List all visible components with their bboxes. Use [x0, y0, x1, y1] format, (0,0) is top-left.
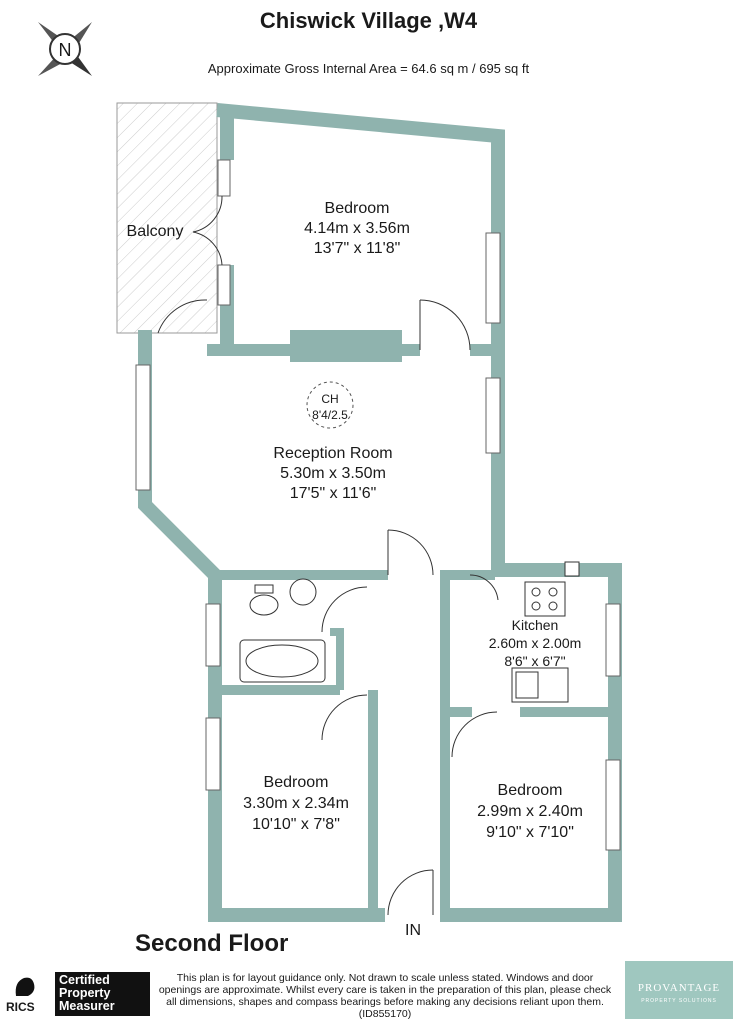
kitchen-name: Kitchen — [512, 617, 559, 633]
bedroom-2-metric: 3.30m x 2.34m — [243, 795, 349, 812]
plan-title: Chiswick Village ,W4 — [259, 8, 478, 33]
room-bedroom-3: Bedroom 2.99m x 2.40m 9'10" x 7'10" — [477, 782, 583, 841]
brand-logo: PROVANTAGE PROPERTY SOLUTIONS — [625, 961, 733, 1019]
reception-name: Reception Room — [273, 445, 392, 462]
room-bedroom-1: Bedroom 4.14m x 3.56m 13'7" x 11'8" — [304, 200, 410, 257]
bathroom-fixtures — [239, 578, 326, 683]
lion-icon — [15, 977, 35, 996]
bedroom-2-name: Bedroom — [264, 774, 329, 791]
brand-name: PROVANTAGE — [637, 982, 721, 994]
entrance-label: IN — [405, 922, 421, 939]
brand-tagline: PROPERTY SOLUTIONS — [641, 998, 717, 1004]
floor-label: Second Floor — [135, 930, 289, 957]
bedroom-3-name: Bedroom — [498, 782, 563, 799]
cert-line-3: Measurer — [59, 999, 115, 1013]
balcony-name: Balcony — [127, 223, 184, 240]
bedroom-1-metric: 4.14m x 3.56m — [304, 220, 410, 237]
kitchen-imperial: 8'6" x 6'7" — [504, 653, 565, 669]
ceiling-value: 8'4/2.5 — [312, 408, 348, 422]
compass-letter: N — [59, 40, 72, 60]
ceiling-label: CH — [321, 392, 338, 406]
reception-imperial: 17'5" x 11'6" — [290, 485, 377, 502]
bedroom-1-imperial: 13'7" x 11'8" — [314, 240, 401, 257]
rics-text: RICS — [6, 1000, 35, 1014]
cert-line-1: Certified — [59, 973, 110, 987]
certified-badge: Certified Property Measurer — [55, 972, 150, 1016]
rics-logo: RICS — [6, 974, 50, 1014]
room-bedroom-2: Bedroom 3.30m x 2.34m 10'10" x 7'8" — [243, 774, 349, 833]
reception-metric: 5.30m x 3.50m — [280, 465, 386, 482]
bedroom-2-imperial: 10'10" x 7'8" — [252, 816, 340, 833]
kitchen-metric: 2.60m x 2.00m — [489, 635, 582, 651]
ceiling-height-marker: CH 8'4/2.5 — [306, 381, 354, 429]
kitchen-fixtures — [511, 561, 580, 703]
cert-line-2: Property — [59, 986, 111, 1000]
room-reception: Reception Room 5.30m x 3.50m 17'5" x 11'… — [273, 445, 392, 502]
bedroom-3-metric: 2.99m x 2.40m — [477, 803, 583, 820]
area-summary: Approximate Gross Internal Area = 64.6 s… — [207, 61, 530, 76]
doors — [157, 195, 499, 916]
room-kitchen: Kitchen 2.60m x 2.00m 8'6" x 6'7" — [489, 617, 582, 669]
bedroom-1-name: Bedroom — [325, 200, 390, 217]
bedroom-3-imperial: 9'10" x 7'10" — [486, 824, 574, 841]
balcony-area — [116, 102, 218, 334]
windows — [135, 159, 621, 851]
compass-icon: N — [38, 22, 92, 76]
disclaimer: This plan is for layout guidance only. N… — [158, 972, 612, 1020]
